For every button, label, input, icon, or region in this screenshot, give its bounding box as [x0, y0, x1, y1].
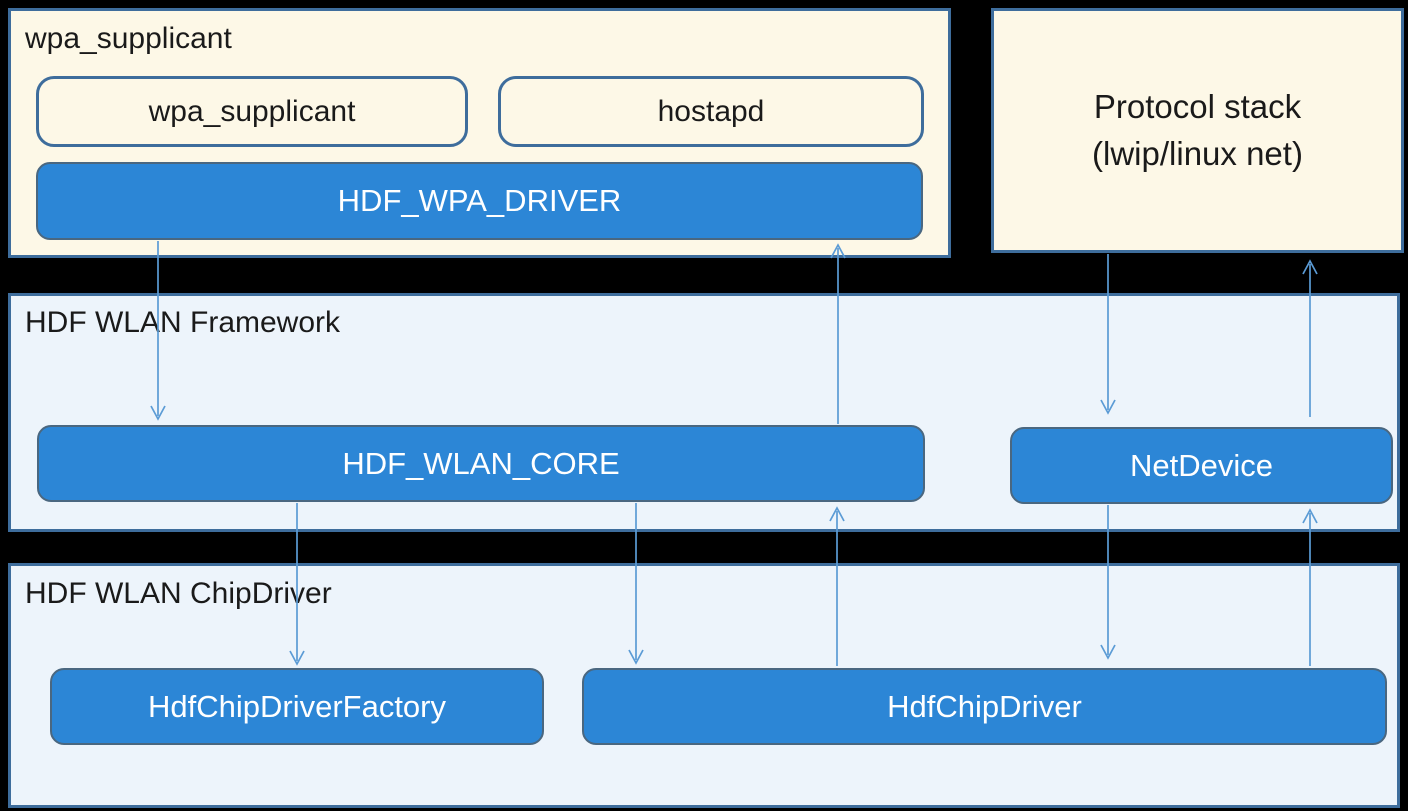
- module-netdevice-label: NetDevice: [1130, 447, 1273, 483]
- module-hdfchipdriver: HdfChipDriver: [582, 668, 1387, 745]
- panel-protocol-stack: Protocol stack (lwip/linux net): [991, 8, 1404, 253]
- module-hdfchipdriver-label: HdfChipDriver: [887, 688, 1082, 724]
- module-hostapd-label: hostapd: [657, 94, 765, 128]
- panel-protocol-stack-title: Protocol stack (lwip/linux net): [1092, 84, 1303, 176]
- band-hdf-wlan-framework-title: HDF WLAN Framework: [25, 306, 341, 339]
- module-hdfchipdriverfactory: HdfChipDriverFactory: [50, 668, 544, 745]
- module-hdf-wpa-driver-label: HDF_WPA_DRIVER: [337, 183, 622, 218]
- module-hostapd: hostapd: [498, 76, 924, 147]
- module-hdf-wlan-core-label: HDF_WLAN_CORE: [342, 445, 620, 481]
- module-wpa-supplicant-label: wpa_supplicant: [148, 94, 356, 128]
- panel-wpa-supplicant-title: wpa_supplicant: [25, 22, 232, 55]
- module-netdevice: NetDevice: [1010, 427, 1393, 504]
- module-hdf-wlan-core: HDF_WLAN_CORE: [37, 425, 925, 502]
- module-hdfchipdriverfactory-label: HdfChipDriverFactory: [147, 688, 446, 724]
- module-wpa-supplicant: wpa_supplicant: [36, 76, 468, 147]
- protocol-stack-line2: (lwip/linux net): [1092, 134, 1303, 172]
- protocol-stack-line1: Protocol stack: [1093, 88, 1302, 126]
- module-hdf-wpa-driver: HDF_WPA_DRIVER: [36, 162, 923, 240]
- band-hdf-wlan-chipdriver-title: HDF WLAN ChipDriver: [25, 577, 332, 610]
